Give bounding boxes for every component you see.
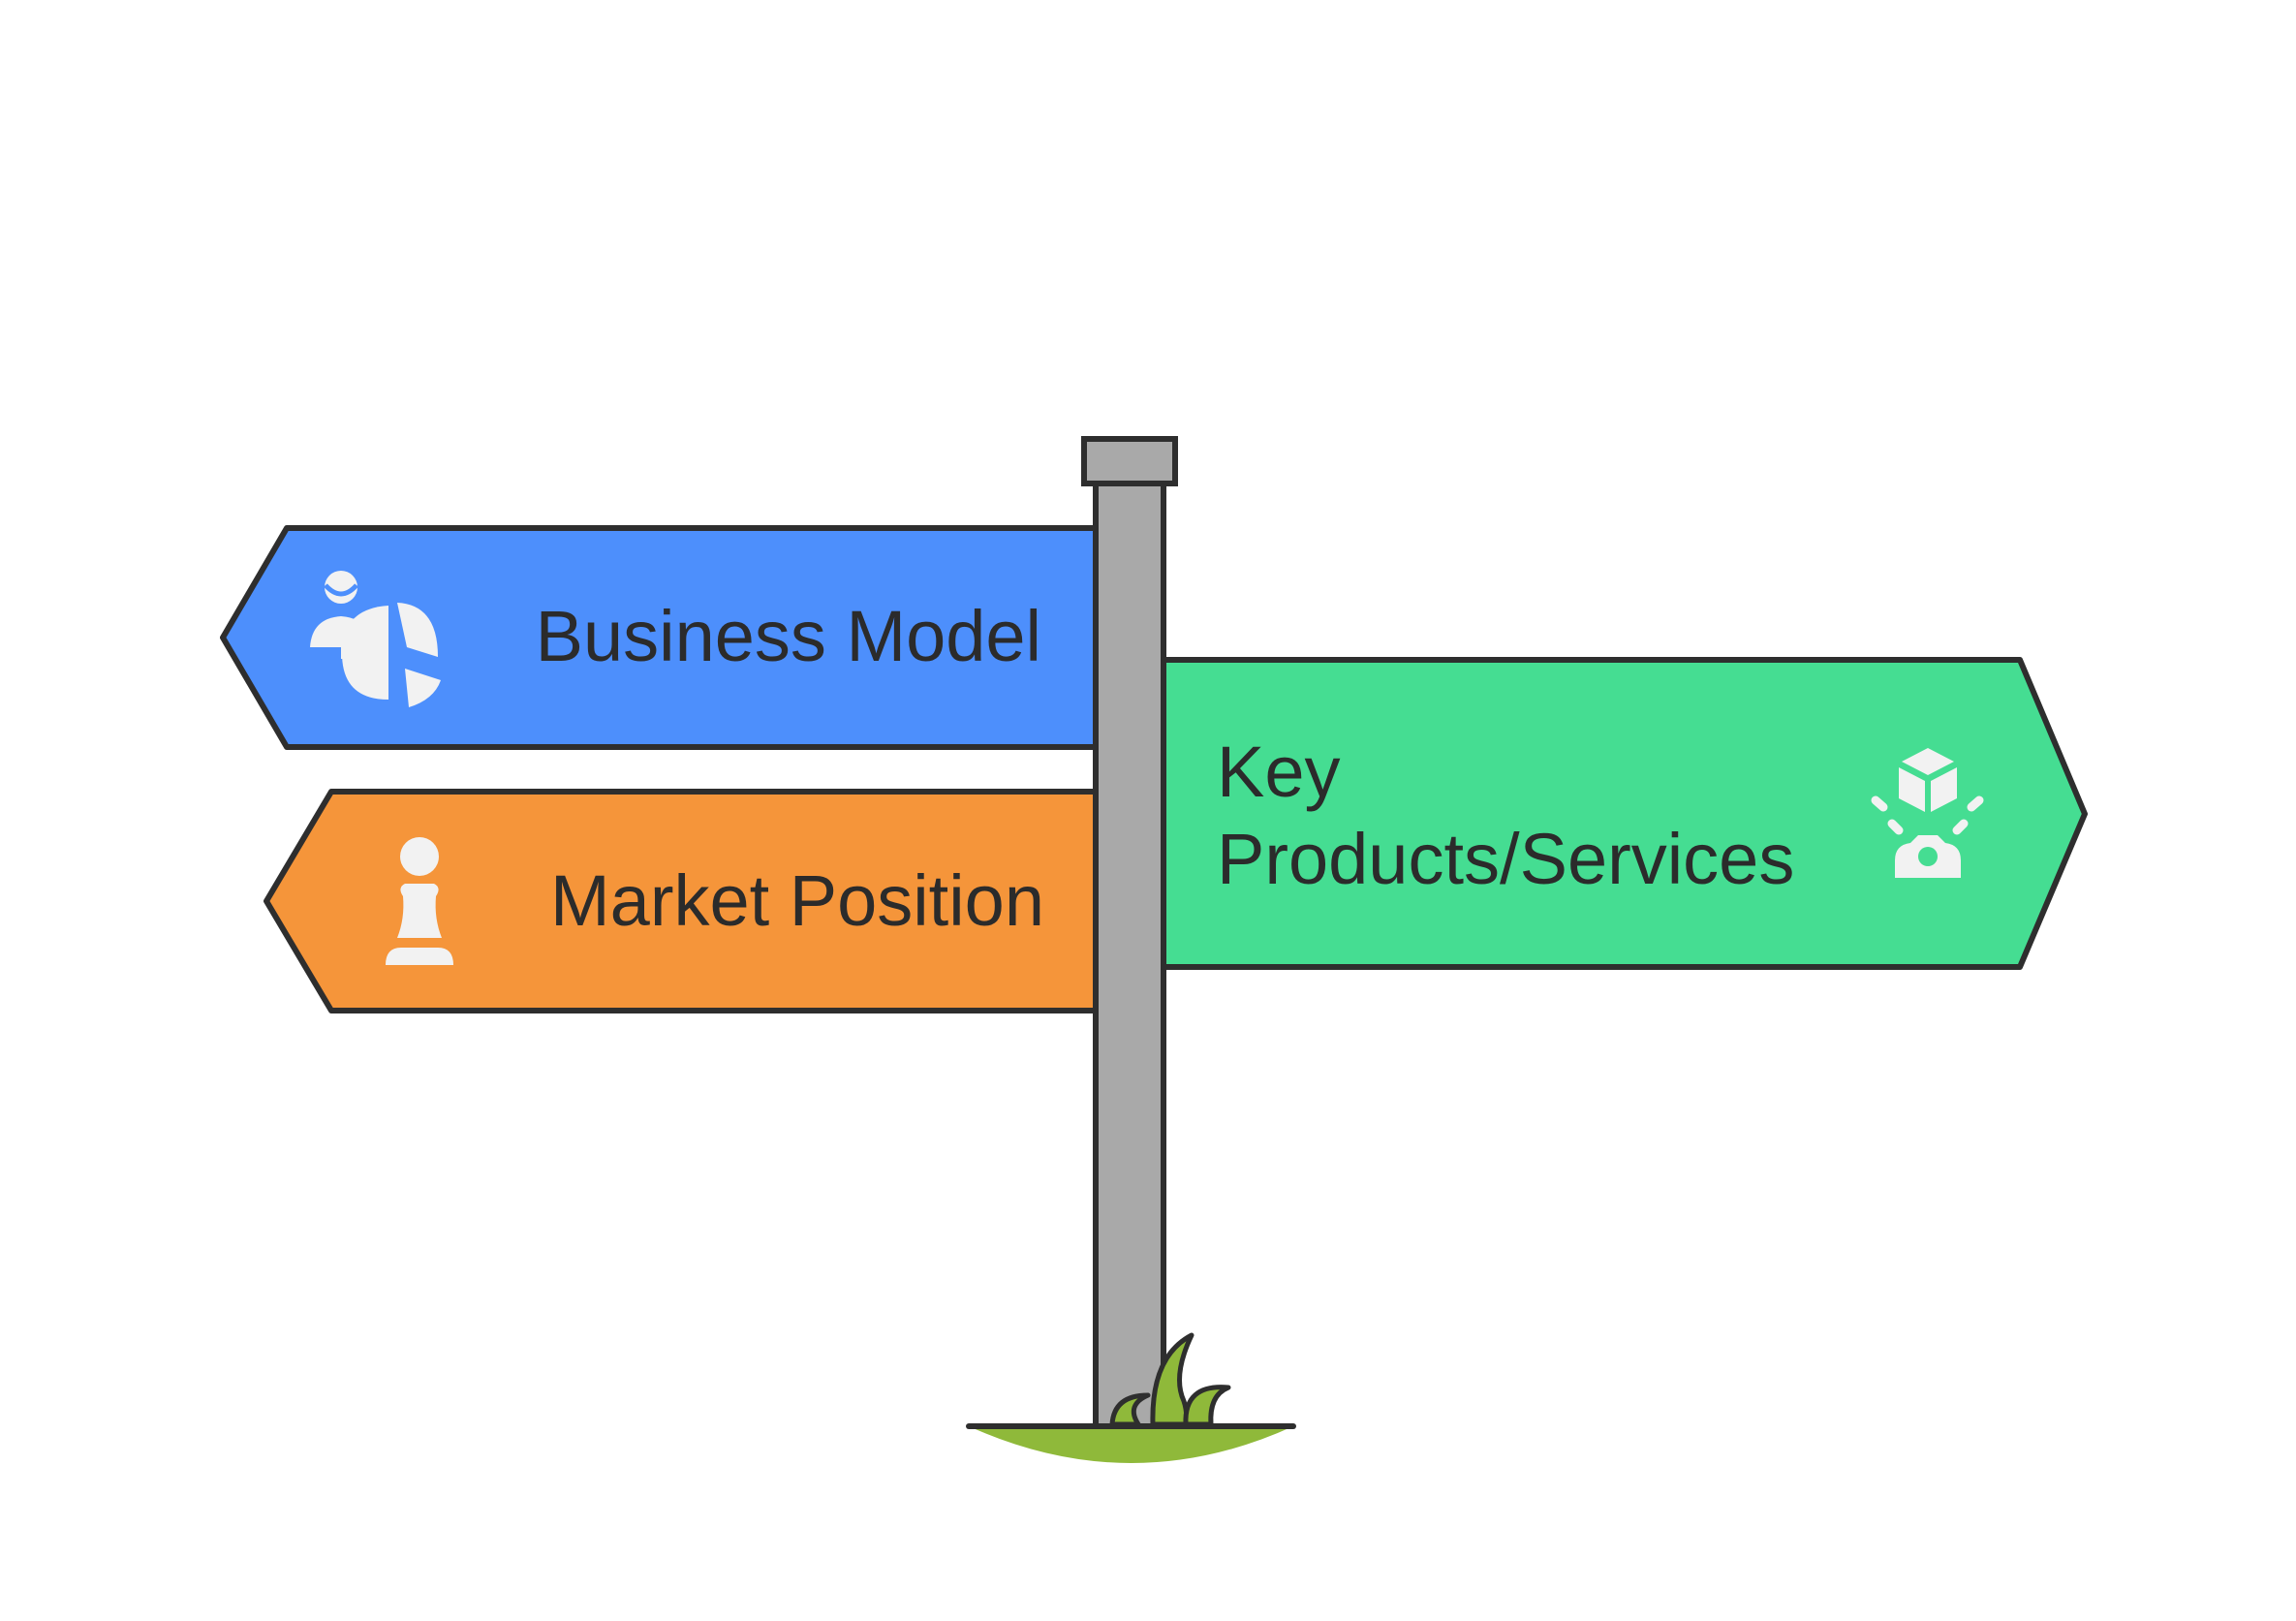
sign-key-products-services-label-line-2: Products/Services	[1217, 819, 1794, 899]
sign-key-products-services-label-line-1: Key	[1217, 732, 1341, 812]
sign-business-model-label: Business Model	[536, 596, 1041, 676]
post-cap	[1081, 436, 1178, 486]
sign-key-products-services-board	[1161, 657, 2088, 970]
chess-pawn-icon	[386, 837, 453, 965]
hand-holding-box-icon	[1871, 748, 1984, 878]
person-pie-chart-icon	[310, 571, 441, 707]
ground	[966, 1423, 1296, 1463]
grass-mound	[969, 1426, 1293, 1463]
sign-key-products-services: Key Products/Services	[1161, 657, 2088, 970]
sign-market-position-board	[264, 789, 1099, 1013]
sign-key-products-services-label: Key Products/Services	[1217, 732, 1794, 899]
sign-business-model: Business Model	[220, 525, 1099, 750]
sign-market-position-label: Market Position	[550, 860, 1044, 941]
post-shaft	[1093, 478, 1166, 1429]
grass-blade-left	[1109, 1392, 1151, 1427]
grass-tuft	[1109, 1332, 1231, 1427]
grass-blade-right	[1183, 1385, 1231, 1427]
sign-business-model-board	[220, 525, 1099, 750]
sign-market-position: Market Position	[264, 789, 1099, 1013]
